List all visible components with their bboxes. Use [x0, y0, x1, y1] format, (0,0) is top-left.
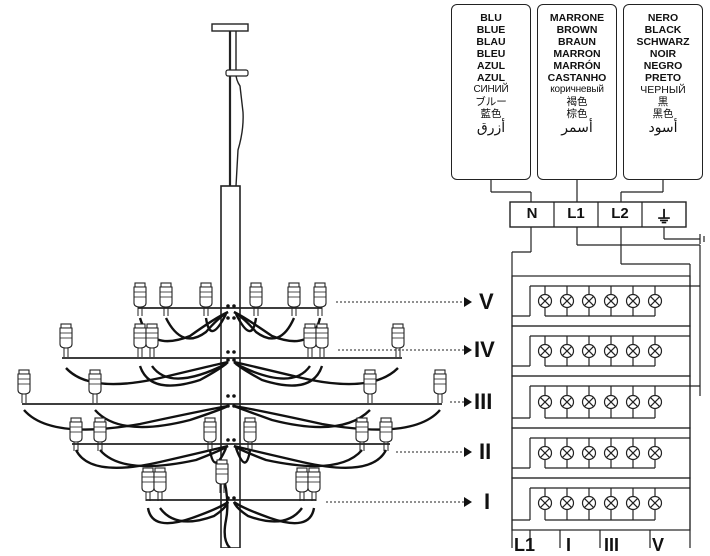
- color-label: AZUL: [477, 60, 505, 72]
- bulb-symbols: [537, 293, 663, 511]
- color-label: MARRONE: [549, 12, 605, 24]
- color-label: CASTANHO: [547, 72, 607, 84]
- color-label: BLAU: [476, 36, 506, 48]
- tier-label-iii: III: [474, 389, 493, 414]
- color-label: BROWN: [556, 24, 598, 36]
- color-label: SCHWARZ: [636, 36, 690, 48]
- color-label: BLU: [480, 12, 502, 24]
- color-label: СИНИЙ: [473, 84, 509, 95]
- color-label: ブルー: [475, 96, 507, 108]
- color-label: MARRON: [553, 48, 601, 60]
- chandelier: [17, 23, 447, 548]
- terminal-l2: L2: [611, 205, 629, 222]
- tier-leaders: [326, 301, 464, 503]
- color-label: NERO: [647, 12, 679, 24]
- color-label-arabic: أزرق: [476, 119, 506, 135]
- color-label: 黑色: [652, 108, 674, 120]
- bottom-label-v: V: [652, 535, 665, 555]
- color-label: AZUL: [477, 72, 505, 84]
- tier-label-v: V: [479, 289, 494, 314]
- bottom-label-i: I: [566, 535, 572, 555]
- tier-label-i: I: [484, 489, 491, 514]
- color-label: BLUE: [476, 24, 506, 36]
- color-label: NEGRO: [643, 60, 683, 72]
- bottom-label-iii: III: [604, 535, 620, 555]
- color-label: ЧЕРНЫЙ: [640, 84, 686, 96]
- terminal-l1: L1: [567, 205, 585, 222]
- color-label: BLEU: [476, 48, 506, 60]
- color-label: коричневый: [550, 84, 604, 95]
- color-label: 褐色: [566, 96, 588, 108]
- color-label: BRAUN: [558, 36, 596, 48]
- color-label: PRETO: [645, 72, 681, 84]
- terminal-n: N: [526, 205, 538, 222]
- earth-icon: ⏚: [655, 208, 673, 227]
- tier-label-iv: IV: [474, 337, 495, 362]
- tier-label-ii: II: [479, 439, 492, 464]
- color-label: MARRÓN: [553, 60, 601, 72]
- color-label-arabic: أسود: [648, 119, 678, 135]
- bottom-label-l1: L1: [514, 535, 536, 555]
- color-label: BLACK: [644, 24, 682, 36]
- color-label: 藍色: [480, 108, 502, 120]
- terminal-block: [509, 201, 687, 228]
- wire-color-box-brown: MARRONE BROWN BRAUN MARRON MARRÓN CASTAN…: [537, 4, 617, 180]
- wire-color-box-blue: BLU BLUE BLAU BLEU AZUL AZUL СИНИЙ ブルー 藍…: [451, 4, 531, 180]
- color-label-arabic: أسمر: [561, 119, 593, 135]
- color-label: 棕色: [566, 108, 588, 120]
- wire-color-box-black: NERO BLACK SCHWARZ NOIR NEGRO PRETO ЧЕРН…: [623, 4, 703, 180]
- color-label: NOIR: [649, 48, 677, 60]
- color-label: 黒: [657, 96, 669, 108]
